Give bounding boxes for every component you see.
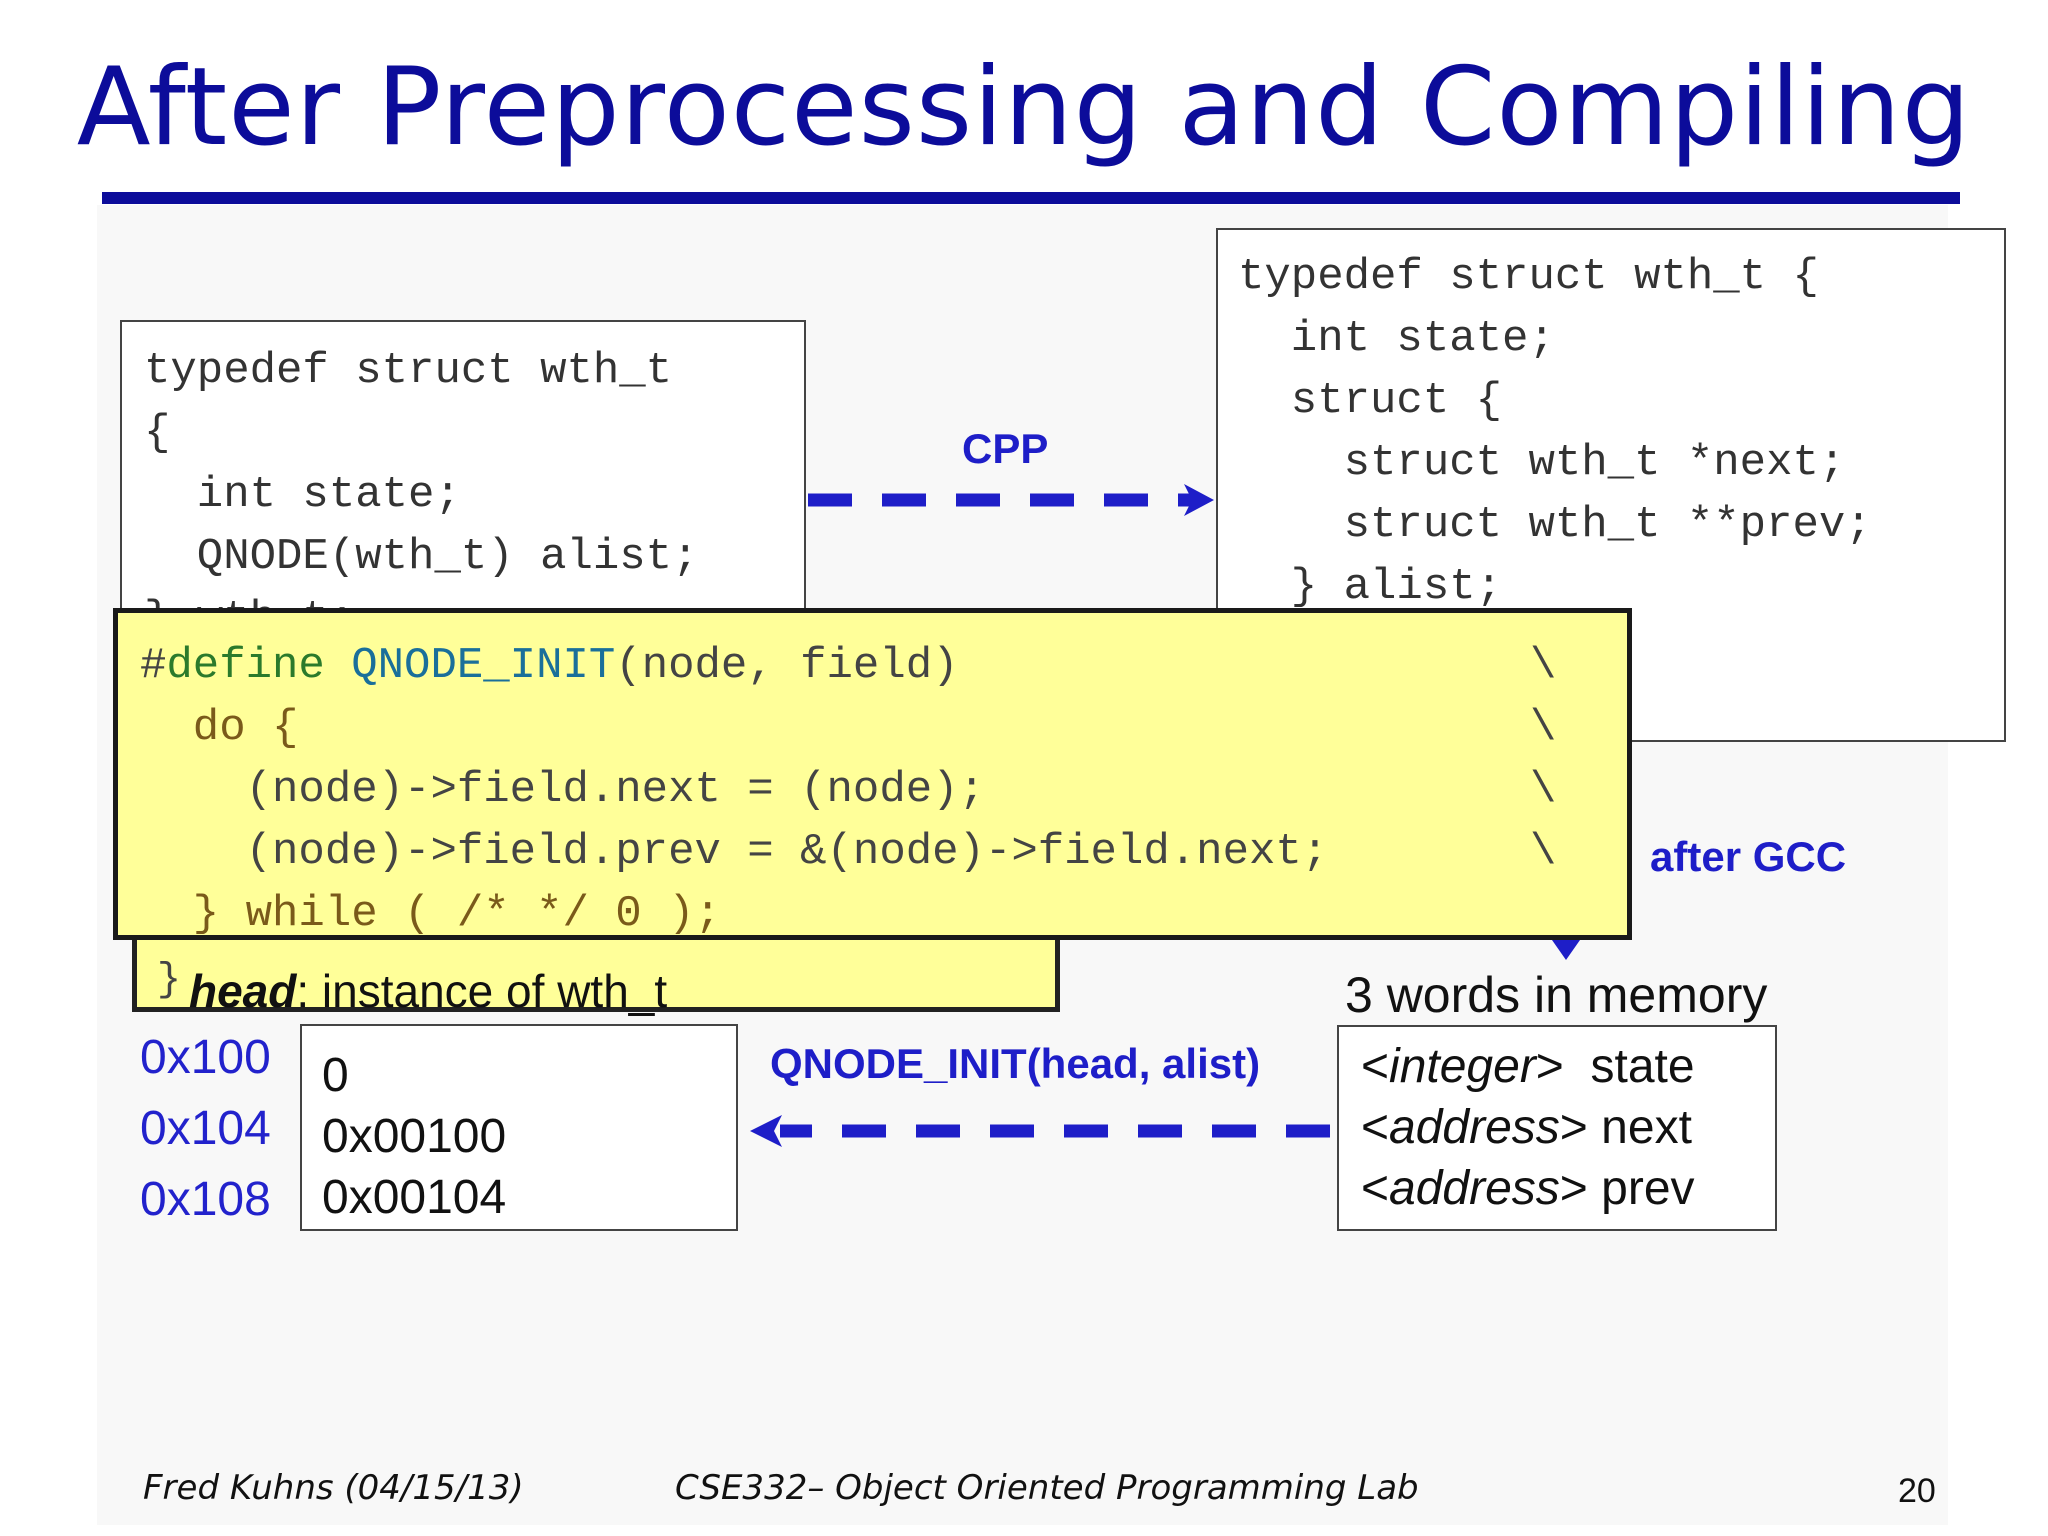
field-name: next [1601,1101,1692,1154]
memory-address: 0x104 [140,1102,271,1155]
memory-layout-box: <integer> state <address> next <address>… [1337,1025,1777,1231]
after-gcc-label: after GCC [1650,833,1847,880]
footer-course: CSE332– Object Oriented Programming Lab [675,1468,1419,1508]
source-code-box: typedef struct wth_t { int state; QNODE(w… [120,320,806,650]
field-type: integer [1389,1040,1536,1093]
macro-line: do { [140,703,299,753]
macro-name: QNODE_INIT [324,641,616,691]
macro-line: (node)->field.next = (node); [140,765,985,815]
line-continuation: \ [1530,703,1557,753]
code-line: } alist; [1238,562,1503,612]
field-type: address [1389,1101,1560,1154]
expanded-code: typedef struct wth_t { int state; struct… [1238,246,1872,680]
cpp-arrowhead [1184,484,1214,516]
macro-line: } while ( /* */ 0 ); [140,889,721,939]
memory-value: 0x00104 [322,1171,507,1224]
head-description: : instance of wth_t [296,965,668,1017]
code-line: { [144,408,171,458]
memory-address: 0x100 [140,1031,271,1084]
qnode-init-arrowhead [750,1115,782,1147]
code-line: struct { [1238,376,1503,426]
line-continuation: \ [1530,641,1557,691]
qnode-init-label: QNODE_INIT(head, alist) [770,1040,1261,1087]
memory-values-box: 0 0x00100 0x00104 [300,1024,738,1231]
head-name: head [189,965,297,1017]
memory-value: 0 [322,1049,349,1102]
macro-code: #define QNODE_INIT(node, field) do { (no… [140,635,1328,945]
macro-definition-box: #define QNODE_INIT(node, field) do { (no… [113,608,1632,940]
line-continuation: \ [1530,765,1557,815]
memory-field-row: <address> prev [1361,1162,1695,1215]
words-in-memory-label: 3 words in memory [1345,967,1768,1023]
code-line: typedef struct wth_t [144,346,673,396]
footer-author: Fred Kuhns (04/15/13) [143,1468,524,1508]
macro-define-keyword: define [166,641,325,691]
page-number: 20 [1898,1472,1936,1510]
code-line: QNODE(wth_t) alist; [144,532,699,582]
gcc-arrowhead [1552,940,1580,960]
macro-line: #define QNODE_INIT(node, field) [140,635,1328,697]
code-line: struct wth_t **prev; [1238,500,1872,550]
head-caption: head: instance of wth_t [189,964,667,1018]
macro-hash: # [140,641,167,691]
field-name: prev [1601,1162,1695,1215]
line-continuation: \ [1530,827,1557,877]
page-title: After Preprocessing and Compiling [76,45,1972,170]
memory-field-row: <integer> state [1361,1040,1695,1093]
memory-address: 0x108 [140,1173,271,1226]
memory-value: 0x00100 [322,1110,507,1163]
cpp-label: CPP [962,425,1049,472]
memory-field-row: <address> next [1361,1101,1692,1154]
code-line: struct wth_t *next; [1238,438,1846,488]
macro-params: (node, field) [615,641,959,691]
field-type: address [1389,1162,1560,1215]
code-line: typedef struct wth_t { [1238,252,1819,302]
closing-brace: } [157,958,182,1003]
title-divider [102,192,1960,204]
code-line: int state; [144,470,461,520]
code-line: int state; [1238,314,1555,364]
field-name: state [1590,1040,1695,1093]
macro-line: (node)->field.prev = &(node)->field.next… [140,827,1329,877]
